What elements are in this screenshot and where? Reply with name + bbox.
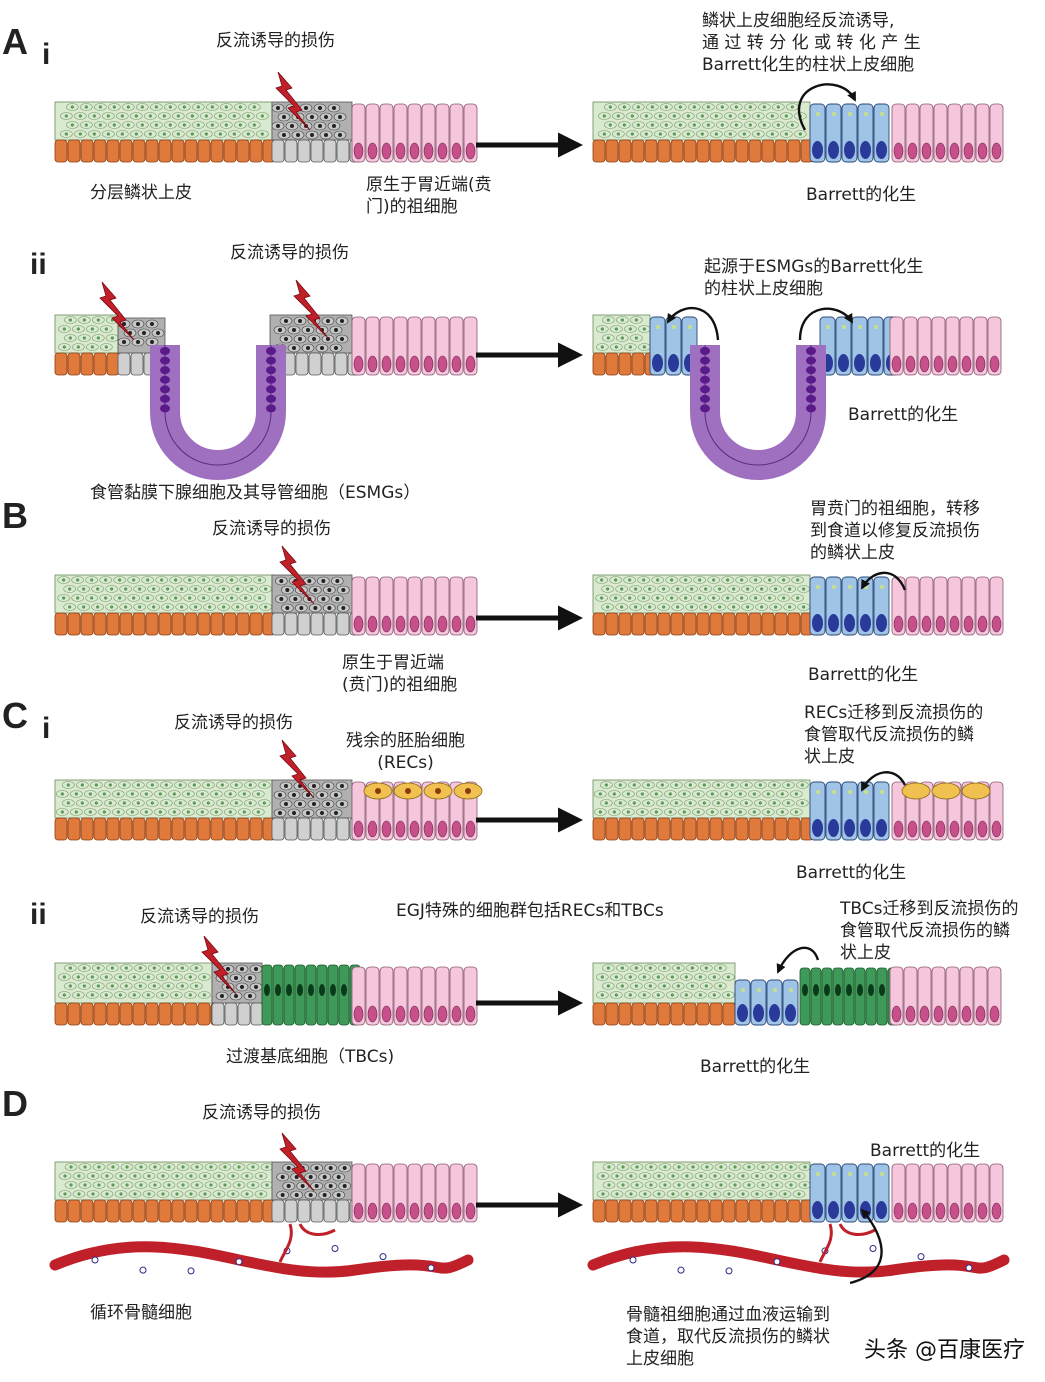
tbc-cell (832, 967, 844, 1026)
a-i-right-tissue (592, 83, 1004, 163)
d-bone-marrow-label: 循环骨髓细胞 (90, 1303, 192, 1323)
a-ii-result-note: 起源于ESMGs的Barrett化生 的柱状上皮细胞 (704, 257, 924, 299)
b-injury-label: 反流诱导的损伤 (212, 519, 331, 539)
a-ii-right-tissue (592, 306, 1002, 480)
c-ii-right-tissue (592, 946, 1002, 1026)
a-i-progenitor-label: 原生于胃近端(贲 门)的祖细胞 (366, 175, 492, 217)
tbc-cell (843, 967, 855, 1026)
b-result-label: Barrett的化生 (808, 665, 919, 685)
c-ii-egj-label: EGJ特殊的细胞群包括RECs和TBCs (396, 901, 664, 921)
d-right-tissue (587, 1161, 1010, 1285)
capillary (818, 1223, 876, 1263)
d-injury-label: 反流诱导的损伤 (202, 1103, 321, 1123)
capillary (278, 1223, 336, 1263)
c-ii-result-note: TBCs迁移到反流损伤的 食管取代反流损伤的鳞 状上皮 (840, 899, 1019, 963)
c-i-left-tissue (54, 739, 583, 841)
a-ii-gland-label: 食管黏膜下腺细胞及其导管细胞（ESMGs） (90, 483, 421, 503)
tbc-cell (821, 967, 833, 1026)
rec-cell (901, 782, 931, 800)
d-result-note: 骨髓祖细胞通过血液运输到 食道，取代反流损伤的鳞状 上皮细胞 (626, 1305, 830, 1369)
b-progenitor-label: 原生于胃近端 (贲门)的祖细胞 (342, 653, 458, 695)
c-i-result-note: RECs迁移到反流损伤的 食管取代反流损伤的鳞 状上皮 (804, 703, 984, 767)
a-i-injury-label: 反流诱导的损伤 (216, 31, 335, 51)
c-i-result-label: Barrett的化生 (796, 863, 907, 883)
tbc-cell (865, 967, 877, 1026)
rec-cell (931, 782, 961, 800)
a-i-result-note: 鳞状上皮细胞经反流诱导, 通 过 转 分 化 或 转 化 产 生 Barrett… (702, 11, 921, 75)
watermark: 头条 @百康医疗 (864, 1338, 1025, 1363)
a-ii-result-label: Barrett的化生 (848, 405, 959, 425)
panel-letter-a: A (2, 21, 28, 62)
panel-numeral-c-ii: ii (30, 898, 47, 931)
c-i-injury-label: 反流诱导的损伤 (174, 713, 293, 733)
b-result-note: 胃贲门的祖细胞，转移 到食道以修复反流损伤 的鳞状上皮 (810, 499, 980, 563)
c-ii-injury-label: 反流诱导的损伤 (140, 907, 259, 927)
c-i-right-tissue (592, 771, 1004, 841)
panel-numeral-a-i: i (42, 38, 51, 71)
c-ii-result-label: Barrett的化生 (700, 1057, 811, 1077)
c-i-recs-label: 残余的胚胎细胞 (RECs) (346, 731, 465, 773)
d-left-tissue (49, 1132, 583, 1278)
c-ii-left-tissue (54, 935, 583, 1026)
d-result-label: Barrett的化生 (870, 1141, 981, 1161)
panel-letter-c: C (2, 695, 28, 736)
a-i-squamous-label: 分层鳞状上皮 (90, 183, 192, 203)
a-i-left-tissue (54, 71, 583, 163)
c-ii-tbcs-label: 过渡基底细胞（TBCs) (226, 1047, 395, 1067)
b-right-tissue (592, 571, 1004, 636)
tbc-cell (799, 967, 811, 1026)
a-ii-injury-label: 反流诱导的损伤 (230, 243, 349, 263)
a-i-result-label: Barrett的化生 (806, 185, 917, 205)
panel-numeral-c-i: i (42, 712, 51, 745)
tbc-cell (810, 967, 822, 1026)
panel-letter-b: B (2, 495, 28, 536)
rec-cell (961, 782, 991, 800)
b-left-tissue (54, 545, 583, 636)
a-ii-left-tissue (54, 279, 583, 480)
tbc-cell (854, 967, 866, 1026)
panel-numeral-a-ii: ii (30, 248, 47, 281)
panel-letter-d: D (2, 1083, 28, 1124)
tbc-cell (876, 967, 888, 1026)
